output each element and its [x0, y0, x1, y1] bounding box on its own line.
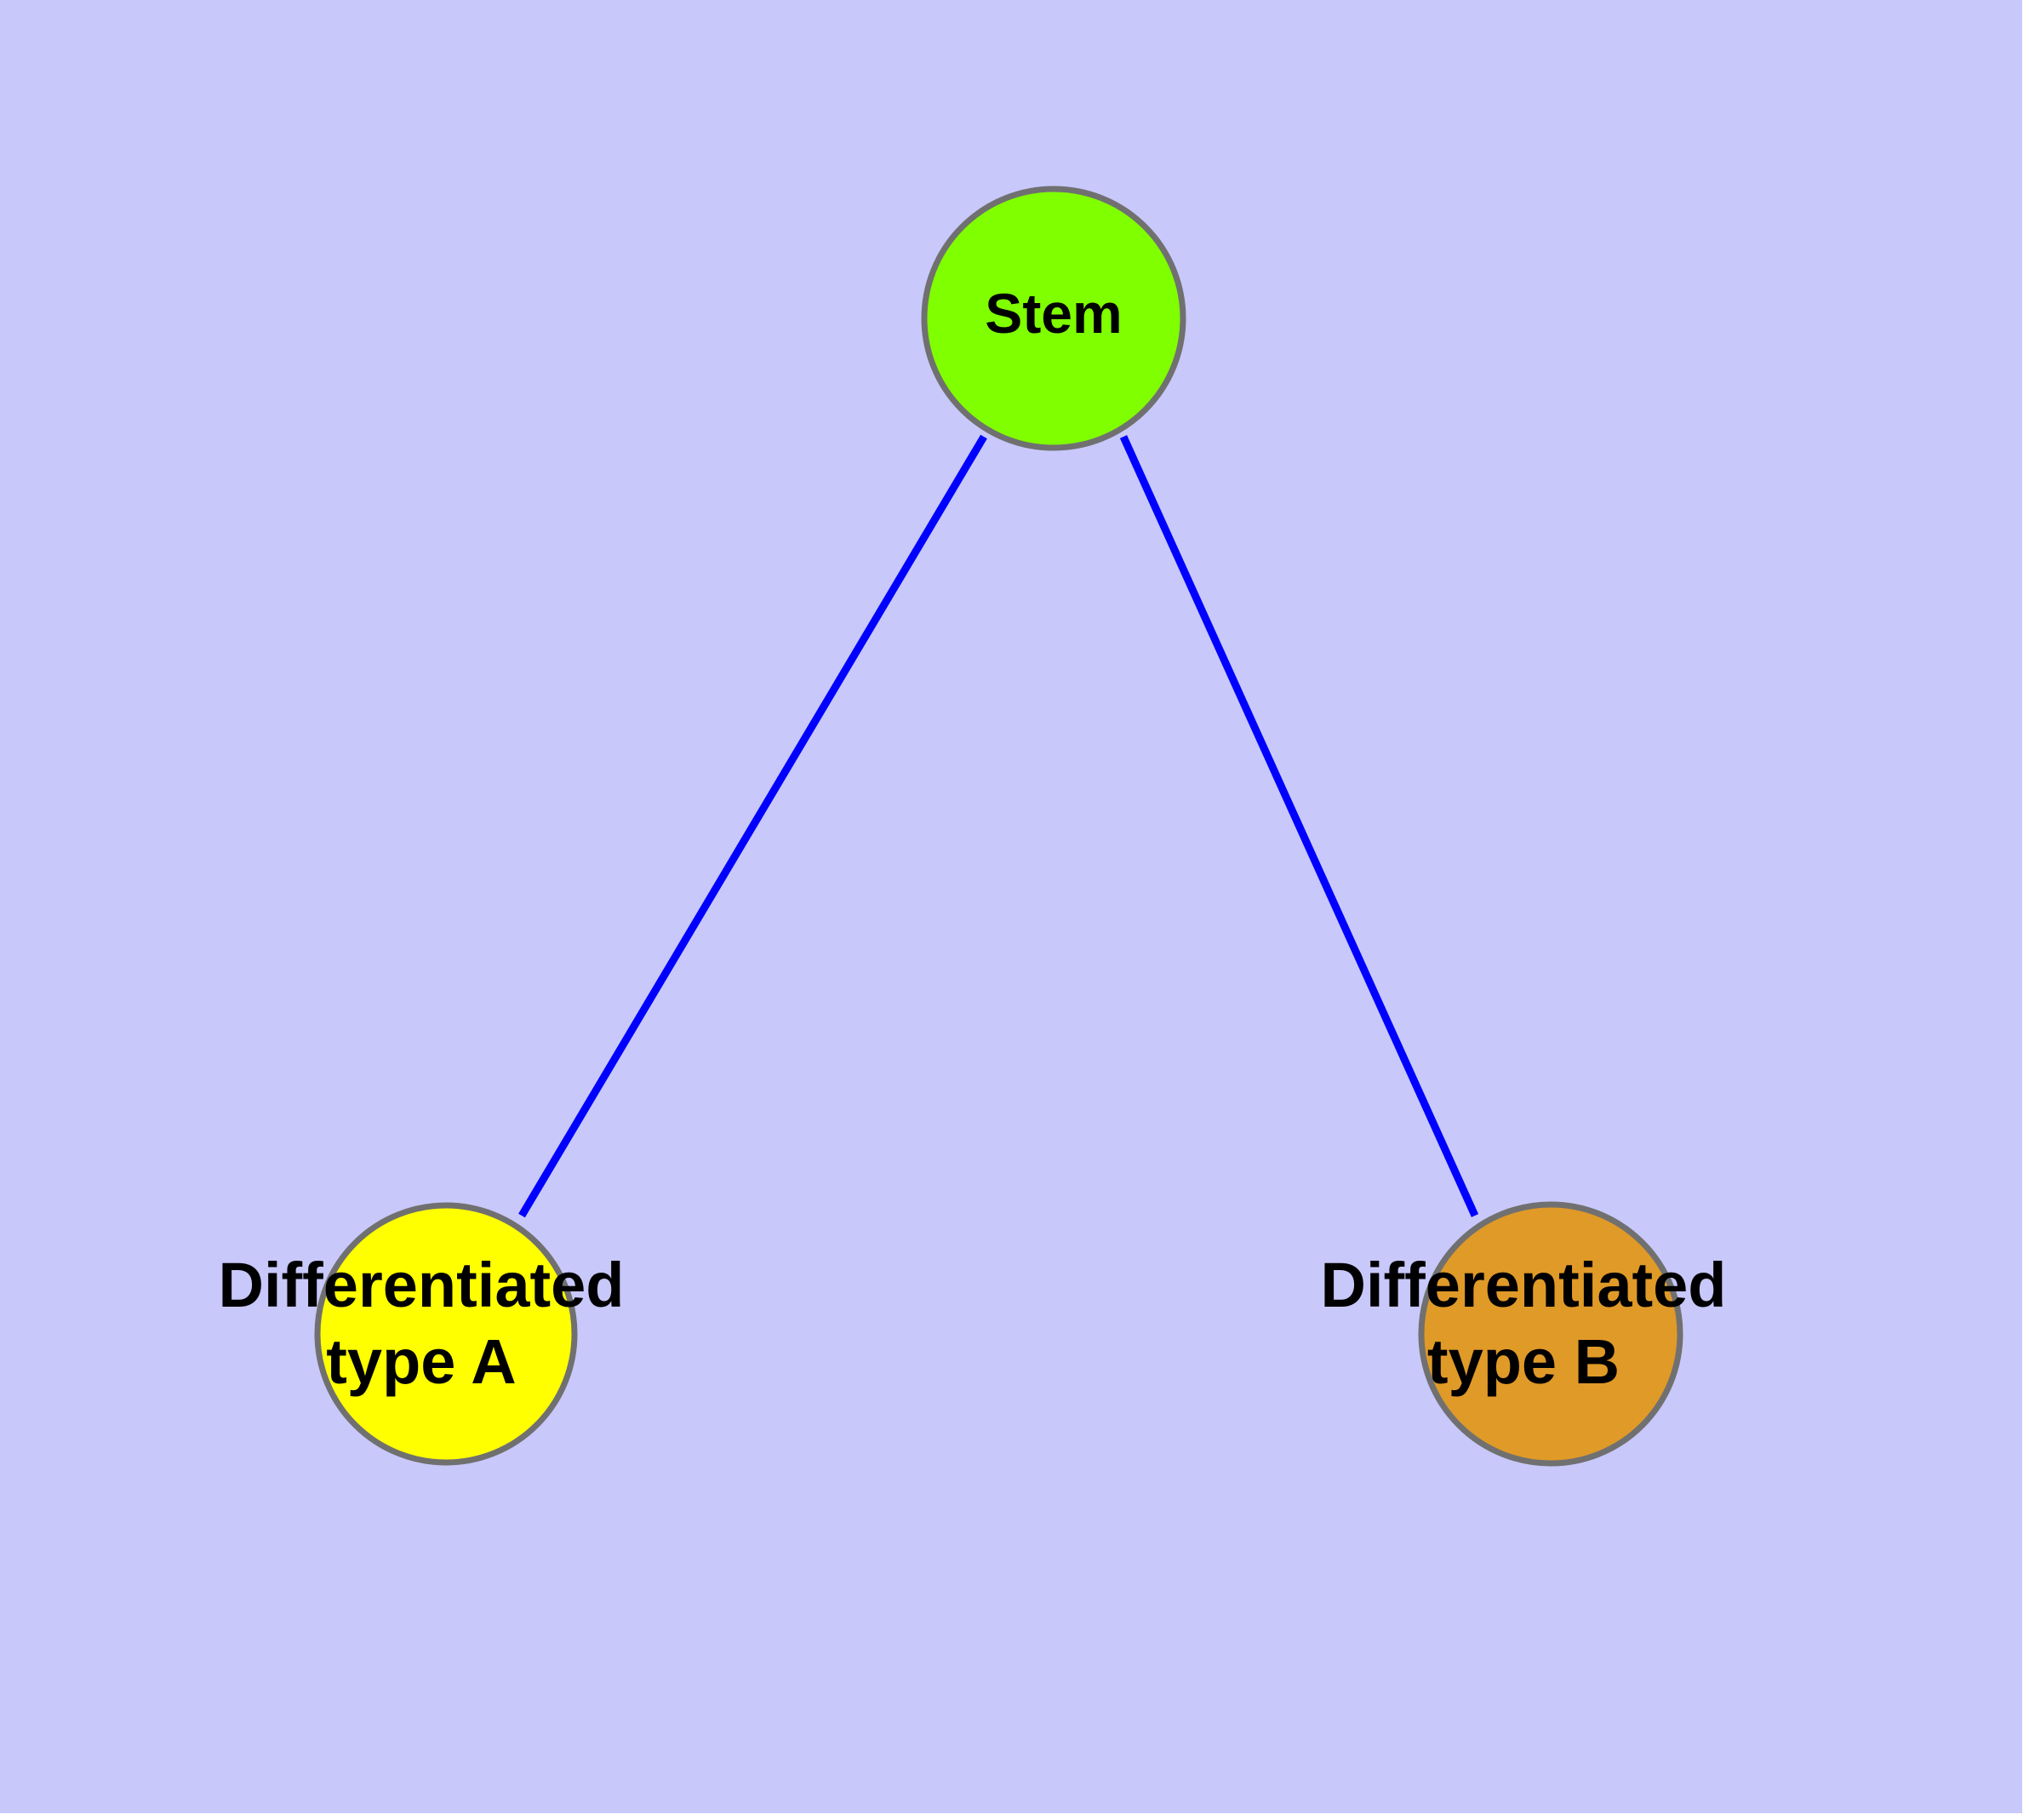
- graph-node-label-stem: Stem: [985, 282, 1122, 345]
- graph-edge-stem-to-diff_b[interactable]: [1119, 435, 1479, 1217]
- graph-node-diff_b[interactable]: [1418, 1201, 1683, 1467]
- graph-node-label-line: type B: [1427, 1326, 1620, 1397]
- graph-node-label-line: Differentiated: [219, 1249, 625, 1319]
- graph-node-label-line: Stem: [985, 282, 1122, 345]
- nodes-layer: [314, 186, 1683, 1467]
- graph-edge-stem-to-diff_a[interactable]: [518, 434, 987, 1218]
- graph-node-label-line: Differentiated: [1321, 1249, 1727, 1319]
- graph-node-label-line: type A: [326, 1326, 516, 1397]
- graph-node-stem[interactable]: [921, 186, 1186, 451]
- edges-layer: [518, 434, 1479, 1218]
- graph-node-diff_a[interactable]: [314, 1202, 578, 1466]
